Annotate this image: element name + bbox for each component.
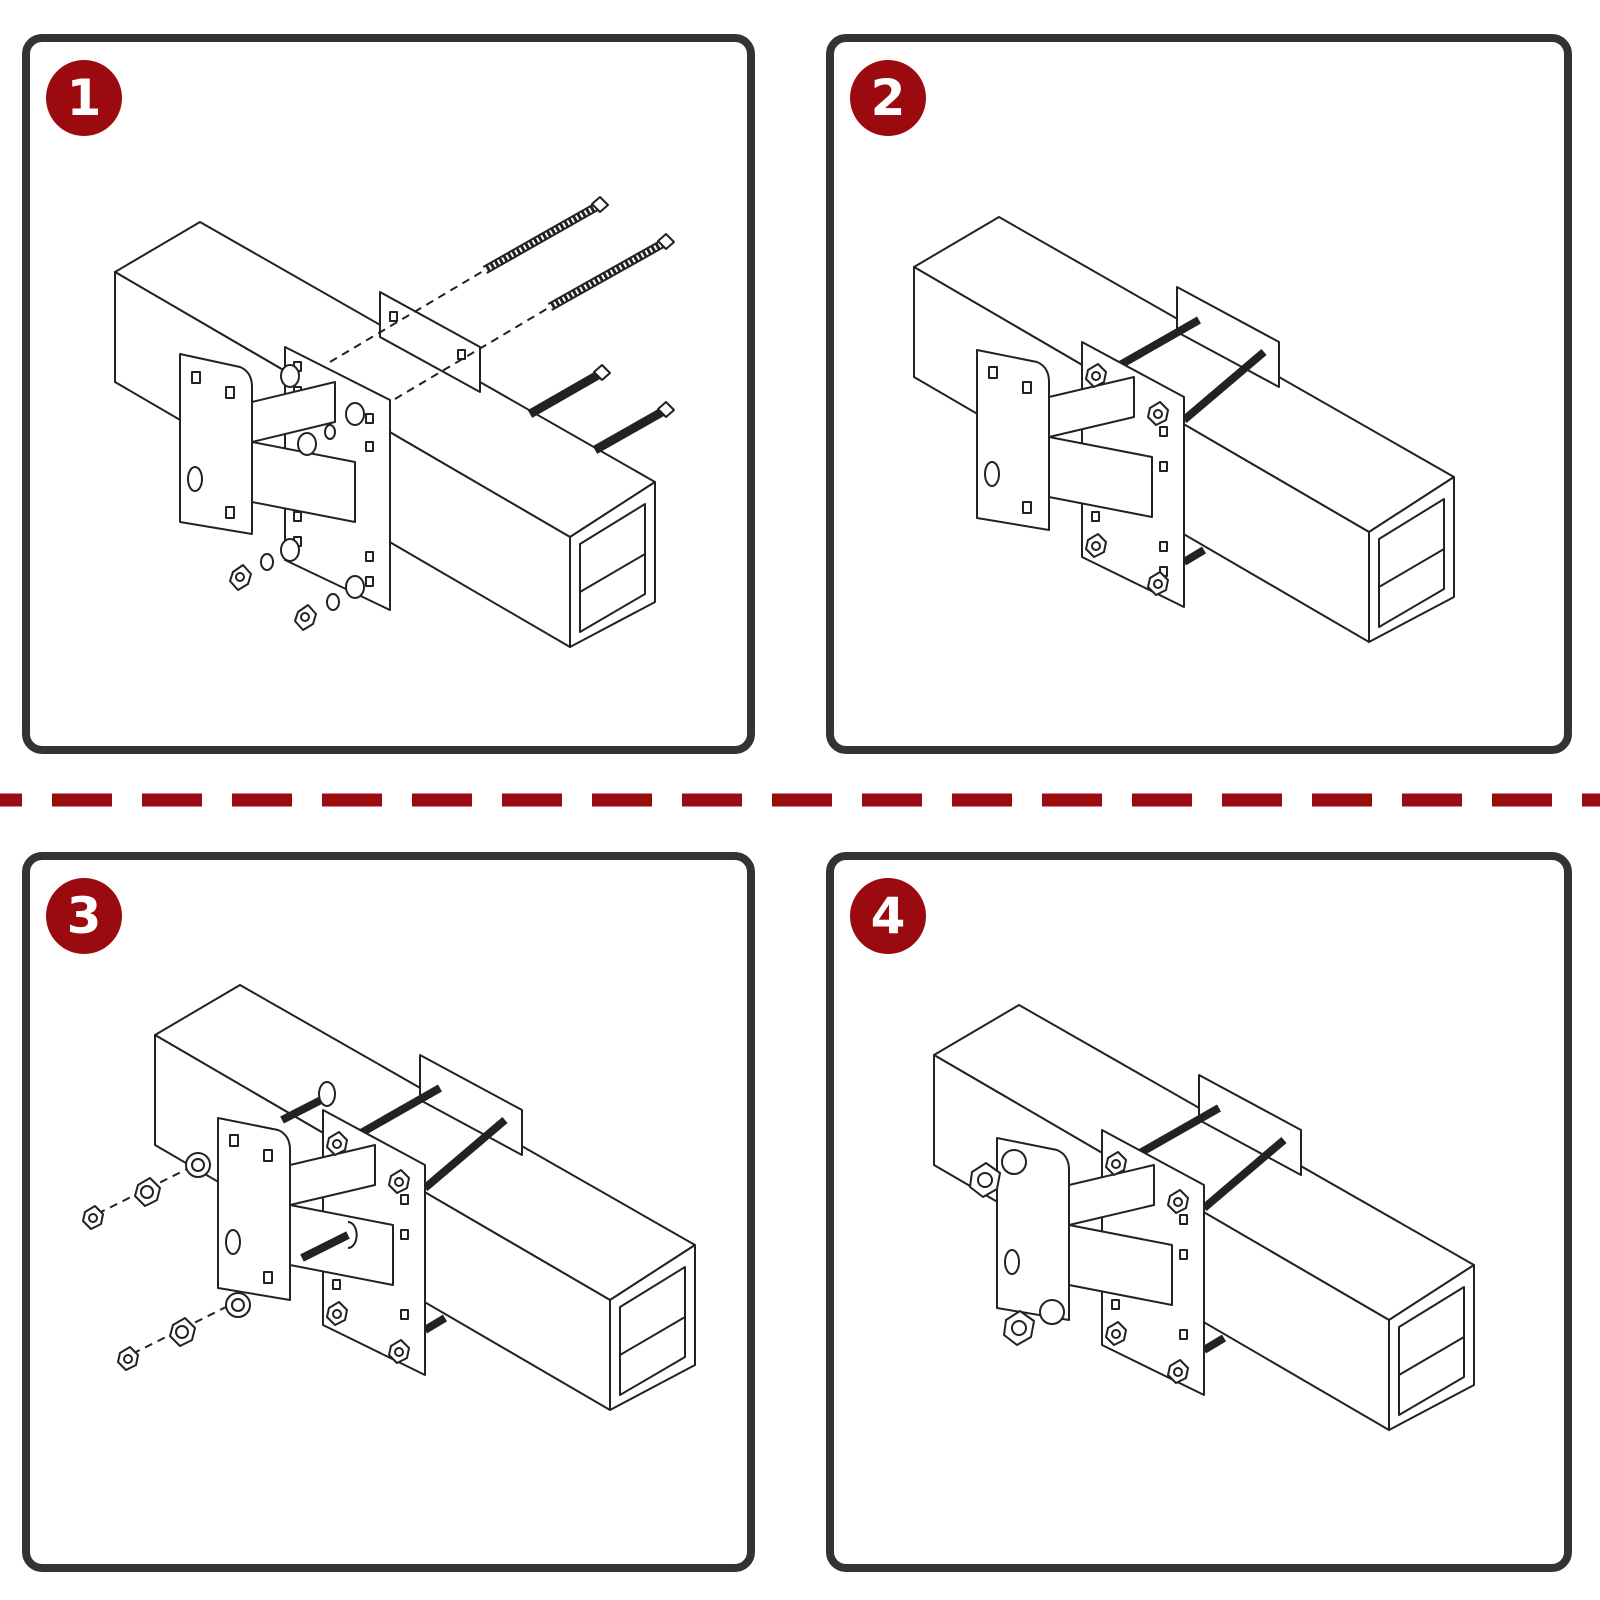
step-1-panel: 1 — [22, 34, 755, 754]
step-3-panel: 3 — [22, 852, 755, 1572]
side-plate — [217, 1117, 291, 1301]
side-plate — [976, 349, 1050, 531]
exploded-bolts — [329, 196, 675, 454]
step-number-badge: 1 — [46, 60, 122, 136]
step-1-illustration — [114, 196, 675, 648]
washers-and-nuts — [229, 364, 365, 631]
step-2-illustration — [913, 216, 1455, 643]
step-number-badge: 4 — [850, 878, 926, 954]
installed-nuts — [1085, 363, 1169, 596]
side-plate — [996, 1137, 1070, 1321]
installed-nuts — [326, 1131, 410, 1364]
exploded-nuts-and-washers — [82, 1152, 251, 1371]
side-plate-bolts-tightened — [969, 1149, 1065, 1346]
step-3-illustration — [82, 984, 696, 1411]
step-4-panel: 4 — [826, 852, 1572, 1572]
installed-nuts — [1105, 1151, 1189, 1384]
mounting-arm — [289, 1144, 394, 1286]
mounting-arm — [1048, 376, 1153, 518]
step-number-badge: 3 — [46, 878, 122, 954]
step-number-badge: 2 — [850, 60, 926, 136]
step-4-illustration — [933, 1004, 1475, 1431]
mounting-arm — [251, 381, 356, 523]
carriage-bolts — [280, 1081, 358, 1262]
section-divider — [0, 793, 1600, 807]
side-plate — [179, 353, 253, 535]
step-2-panel: 2 — [826, 34, 1572, 754]
